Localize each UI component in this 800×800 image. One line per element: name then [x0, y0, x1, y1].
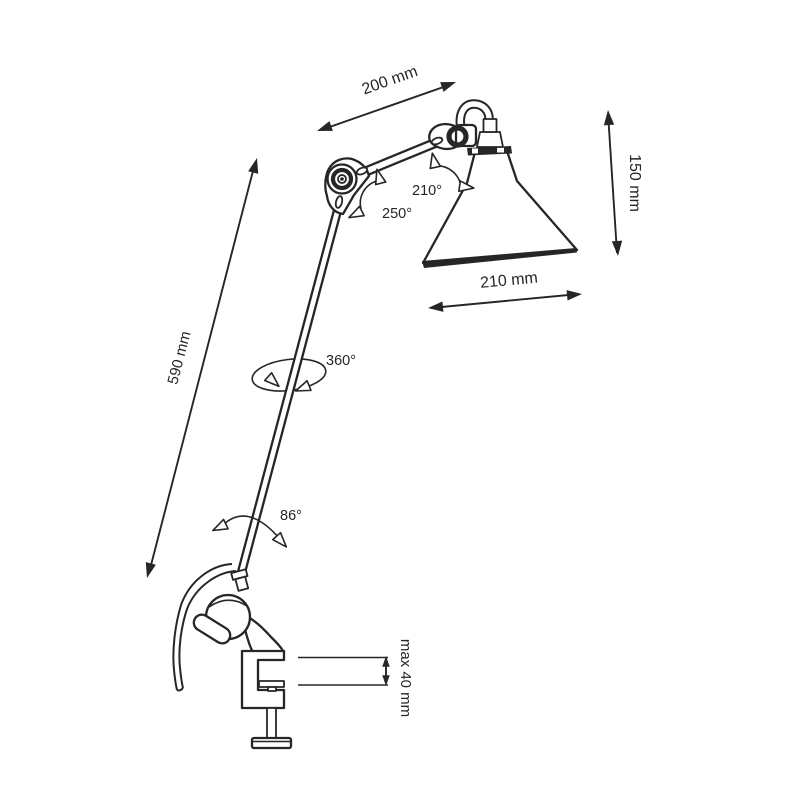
dim-210-arrowhead-right: [566, 290, 582, 301]
angle-250-label: 250°: [382, 206, 412, 222]
max40-arrowhead-up: [382, 656, 390, 667]
dimension-shade-height-150: 150 mm: [603, 110, 643, 256]
dim-210-label: 210 mm: [479, 270, 538, 292]
dim-210-arrowhead-left: [428, 301, 444, 312]
power-cable: [172, 563, 237, 692]
collar-clip-right: [497, 147, 504, 153]
cable-end-cap: [176, 687, 184, 692]
max40-label: max 40 mm: [397, 639, 414, 717]
dim-200-arrowhead-left: [317, 121, 333, 131]
dim-150-line: [607, 112, 618, 254]
dim-150-arrowhead-top: [603, 110, 615, 126]
cable-outer-line: [172, 563, 233, 691]
dim-590-arrowhead-top: [248, 158, 259, 174]
lower-arm-slot-elbow: [334, 195, 344, 209]
elbow-joint: [324, 157, 371, 216]
angle-250-arrow-up: [374, 168, 387, 186]
angle-360-arrow-right: [294, 379, 312, 392]
angle-base-86: 86°: [212, 508, 302, 548]
angle-86-arrow-left: [212, 518, 229, 532]
dimension-shade-diameter-210: 210 mm: [428, 270, 582, 312]
angle-86-arrow-right: [271, 531, 288, 548]
dim-590-label: 590 mm: [164, 330, 194, 387]
dim-590-line: [149, 166, 255, 570]
dim-210-line: [430, 293, 580, 309]
stem-collar: [230, 568, 250, 592]
upper-arm-slot-elbow: [355, 166, 369, 176]
collar-barrel: [234, 575, 250, 592]
ball-seam-line: [208, 599, 248, 608]
angle-250-arrow-left: [348, 205, 365, 219]
angle-elbow-250: 250°: [348, 168, 412, 222]
angle-210-arrow-up: [429, 152, 442, 170]
dimension-clamp-capacity-40: max 40 mm: [298, 639, 414, 717]
angle-head-210: 210°: [412, 152, 475, 199]
clamp-screw-shaft: [266, 707, 277, 739]
angle-stem-360: 360°: [263, 353, 356, 392]
elbow-hub-dot: [340, 177, 344, 181]
dim-150-label: 150 mm: [626, 154, 643, 212]
upper-arm-slot-head: [430, 136, 444, 146]
clamp-pad-stem: [267, 686, 277, 692]
dim-150-arrowhead-bottom: [611, 240, 623, 256]
clamp-screw-handle: [250, 736, 293, 750]
tightening-lever: [192, 613, 232, 645]
angle-360-label: 360°: [326, 353, 356, 369]
angle-86-label: 86°: [280, 508, 302, 524]
cable-inner-line: [178, 570, 237, 689]
angle-360-arrow-left: [263, 371, 280, 388]
head-pivot-ring: [446, 125, 469, 148]
lamp-head: [421, 99, 579, 268]
dim-200-line: [320, 83, 453, 131]
base-beak-bracket: [241, 613, 286, 655]
dim-590-arrowhead-bottom: [145, 562, 156, 578]
lamp-socket: [476, 131, 504, 148]
hook-ferrule: [482, 118, 498, 133]
angle-250-arc: [359, 180, 378, 210]
collar-clip-left: [472, 148, 478, 154]
head-hook-core: [457, 101, 492, 130]
dim-200-arrowhead-right: [440, 82, 456, 92]
clamp-base: [192, 568, 293, 750]
clamp-c-body: [240, 649, 286, 710]
shade-bottom-rim: [422, 248, 577, 268]
angle-210-label: 210°: [412, 183, 442, 199]
max40-arrowhead-down: [382, 675, 390, 686]
dim-200-label: 200 mm: [360, 63, 420, 98]
angle-210-arrow-right: [458, 180, 475, 193]
angle-86-arc: [221, 515, 281, 540]
